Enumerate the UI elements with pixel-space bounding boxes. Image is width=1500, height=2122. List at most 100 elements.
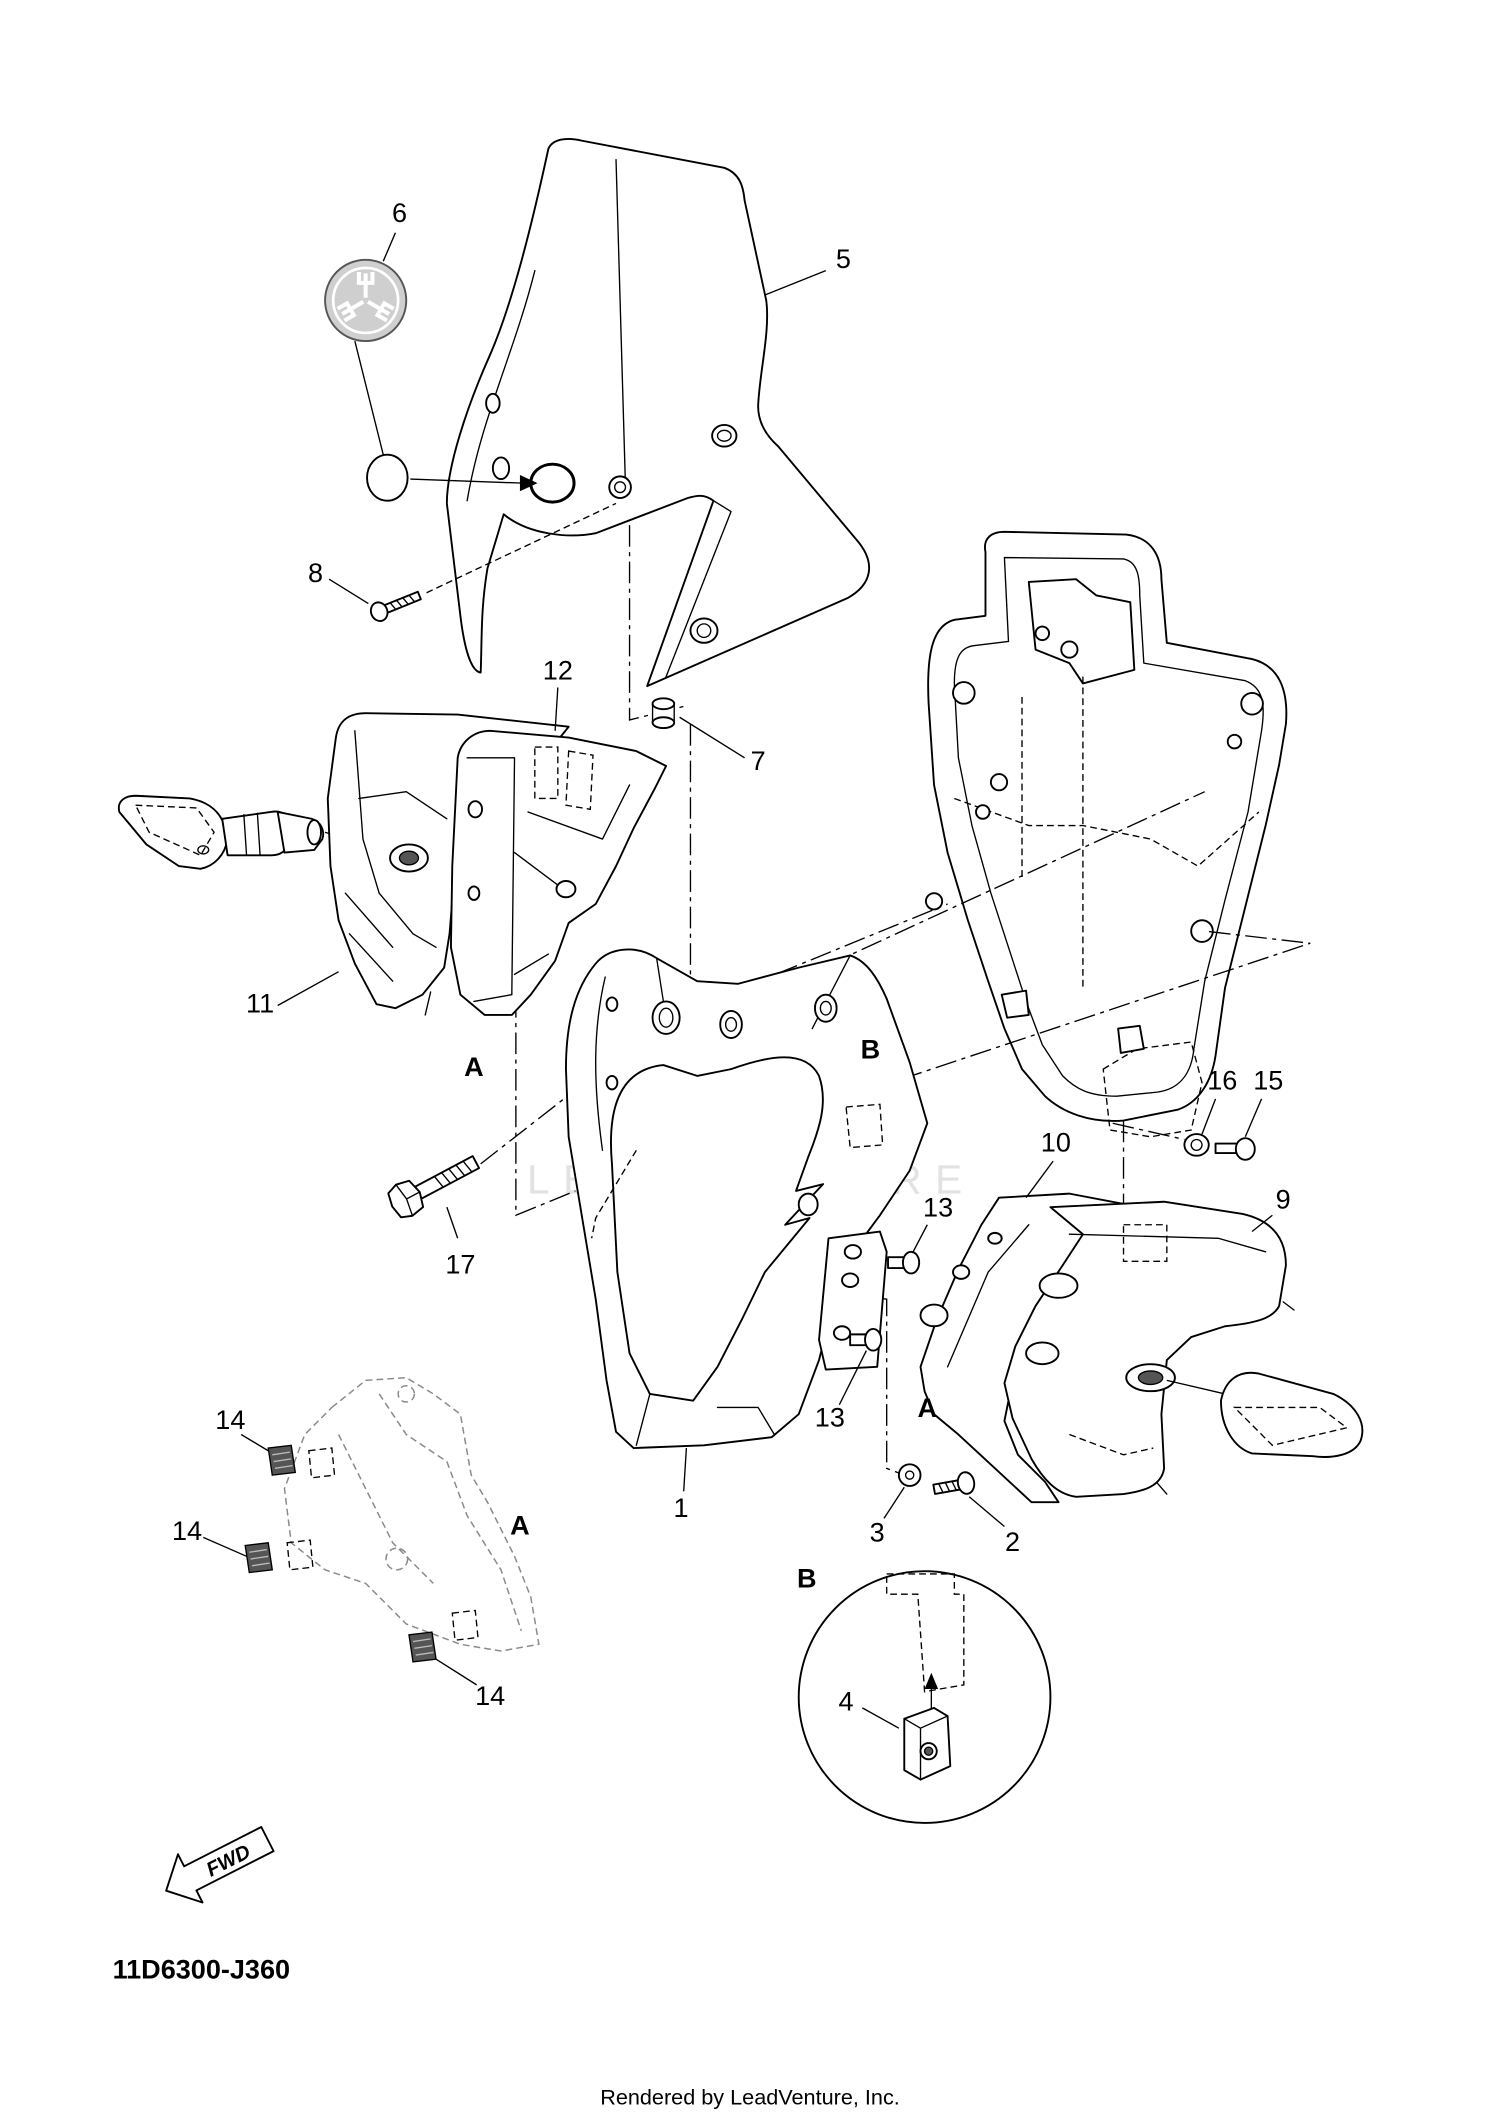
view-marker-a: A (510, 1511, 530, 1541)
callout-7[interactable]: 7 (751, 746, 766, 776)
frame-bracket-hole (1060, 640, 1079, 659)
frame-mount-nut (1190, 919, 1214, 943)
washer-hole (1190, 1138, 1203, 1151)
screw-shaft (381, 590, 422, 615)
frame-hidden-crossmember (954, 797, 1260, 867)
housing-inner-face (354, 730, 437, 948)
housing-stud (1156, 1482, 1168, 1495)
callout-13[interactable]: 13 (923, 1193, 953, 1223)
center-line (866, 930, 1311, 1092)
leader-lines (202, 232, 1273, 1729)
leader-17 (446, 1206, 459, 1239)
grommet-bottom (651, 716, 676, 730)
frame-inner-tube (953, 556, 1264, 1097)
turn-signal-cap (306, 819, 322, 846)
windscreen-grommet-inner (613, 481, 627, 494)
left-turn-signal (117, 794, 325, 870)
callout-6[interactable]: 6 (392, 198, 407, 228)
screw-thread (389, 594, 416, 611)
cowl-mount-hole (651, 1000, 681, 1035)
callout-15[interactable]: 15 (1253, 1065, 1283, 1095)
emblem-ring (331, 266, 400, 335)
callout-13[interactable]: 13 (815, 1402, 845, 1432)
housing-stud (1282, 1301, 1295, 1311)
housing-rear-rib (378, 1393, 522, 1631)
cowl-mount-hole-inner (819, 1000, 832, 1016)
frame-top-bracket (1027, 578, 1136, 685)
callout-8[interactable]: 8 (308, 558, 323, 588)
callout-2[interactable]: 2 (1005, 1527, 1020, 1557)
panel-flange-line (946, 1224, 1030, 1368)
turn-signal-stem (1166, 1379, 1226, 1395)
callout-12[interactable]: 12 (543, 655, 573, 685)
callout-1[interactable]: 1 (673, 1493, 688, 1523)
turn-signal-lens (1220, 1371, 1364, 1458)
view-markers: A B A A B (464, 1034, 937, 1593)
bolt-thread (938, 1480, 957, 1494)
bolt-2 (932, 1471, 976, 1495)
detail-view-a (244, 1376, 540, 1663)
emblem-install-arrow (410, 478, 523, 484)
panel-mount-hole (952, 1264, 971, 1280)
panel-hidden-boss (534, 746, 559, 800)
callout-10[interactable]: 10 (1041, 1128, 1071, 1158)
leader-14 (435, 1658, 477, 1686)
right-turn-signal (1166, 1371, 1364, 1458)
diagram-code: 11D6300-J360 (113, 1955, 290, 1985)
frame-lower-bracket (1102, 1041, 1203, 1138)
turn-signal-stem-ring (243, 812, 261, 856)
bolt-17 (387, 1155, 481, 1219)
housing-rear-boss (385, 1547, 409, 1571)
cowl-rim-hole (605, 1074, 619, 1091)
callout-3[interactable]: 3 (870, 1517, 885, 1547)
frame-mount-hole (952, 681, 976, 705)
panel-body (449, 729, 668, 1016)
housing-body (1003, 1200, 1287, 1498)
callout-14[interactable]: 14 (215, 1405, 245, 1435)
housing-oval-hole (1038, 1272, 1079, 1299)
tuning-fork-arm (356, 272, 375, 298)
housing-rear-boss (397, 1385, 416, 1403)
callout-14[interactable]: 14 (475, 1681, 505, 1711)
detail-view-b (797, 1570, 1052, 1824)
emblem-to-seal-line (354, 340, 384, 455)
turn-signal-hole (197, 845, 210, 855)
view-marker-a: A (918, 1393, 938, 1423)
callout-16[interactable]: 16 (1207, 1065, 1237, 1095)
center-line (1112, 1122, 1185, 1141)
leader-16 (1201, 1098, 1217, 1135)
cowl-inner-rim (595, 976, 606, 1151)
washer-3 (897, 1463, 922, 1487)
fwd-arrow-icon (165, 1826, 275, 1904)
cowl-clip-b (845, 1103, 884, 1149)
bolt-thread (433, 1160, 473, 1188)
leader-6 (382, 232, 397, 262)
frame-mount-tab (1117, 1024, 1145, 1054)
cowl-inner-rim (635, 957, 776, 1447)
frame-mount-hole (989, 773, 1009, 792)
leader-9 (1251, 1214, 1273, 1233)
callout-9[interactable]: 9 (1276, 1185, 1291, 1215)
frame-mount-hole (1226, 733, 1243, 750)
callout-11[interactable]: 11 (246, 988, 274, 1018)
washer-16 (1183, 1133, 1210, 1157)
callout-17[interactable]: 17 (445, 1249, 475, 1279)
callout-14[interactable]: 14 (172, 1516, 202, 1546)
leader-14 (202, 1536, 247, 1557)
bolt-hex-head (387, 1179, 425, 1219)
clip-seat (308, 1447, 336, 1479)
grommet-side (651, 703, 675, 724)
windscreen (445, 138, 871, 688)
render-credit: Rendered by LeadVenture, Inc. (600, 2084, 900, 2109)
cowl-tab-hole (843, 1244, 862, 1260)
callout-5[interactable]: 5 (836, 244, 851, 274)
callout-4[interactable]: 4 (839, 1687, 854, 1717)
frame-mount-hole (1240, 691, 1264, 716)
leader-8 (328, 578, 369, 605)
housing-signal-hole-inner (398, 850, 420, 866)
windscreen-grommet-inner (696, 623, 712, 639)
leader-4 (861, 1707, 900, 1729)
arrowhead-icon (519, 475, 538, 492)
view-marker-b: B (797, 1563, 817, 1593)
